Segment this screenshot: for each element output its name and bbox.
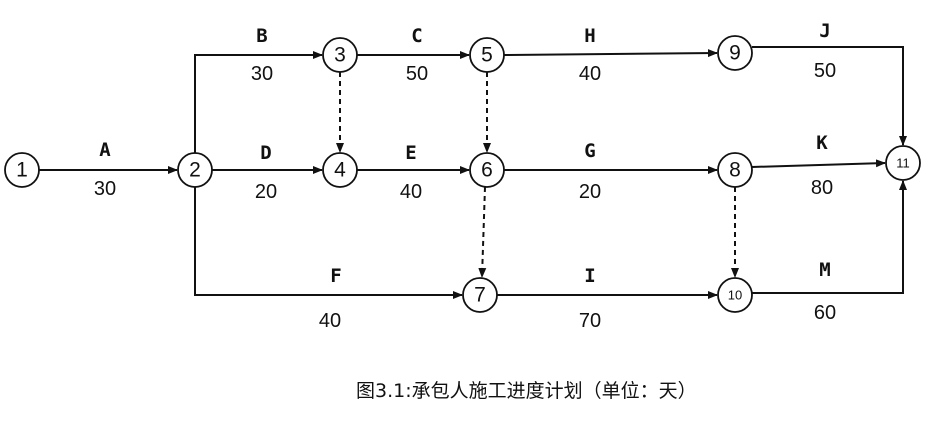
node-6: 6 [469,152,505,188]
node-2: 2 [177,152,213,188]
activity-label: F [330,265,341,287]
activity-duration: 50 [406,63,428,85]
activity-label: C [411,25,422,47]
svg-text:4: 4 [334,159,346,182]
figure-caption: 图3.1:承包人施工进度计划（单位：天） [356,380,697,402]
activity-duration: 30 [251,63,273,85]
svg-text:7: 7 [474,284,486,307]
activity-label: A [99,139,111,161]
activity-duration: 20 [255,181,277,203]
activity-label: G [584,140,595,162]
edge-H [503,49,718,58]
node-11: 11 [885,145,921,181]
svg-text:8: 8 [729,159,741,182]
activity-label: K [816,132,828,154]
activity-label: E [405,142,416,164]
activity-duration: 40 [400,181,422,203]
activity-label: M [819,259,830,281]
node-9: 9 [717,35,753,71]
activity-label: B [256,25,267,47]
svg-text:1: 1 [16,159,28,182]
activity-duration: 70 [579,310,601,332]
activity-duration: 30 [94,178,116,200]
svg-text:2: 2 [189,159,201,182]
activity-duration: 50 [814,60,836,82]
node-7: 7 [462,277,498,313]
svg-text:3: 3 [334,44,346,67]
edge-F [194,187,463,299]
node-10: 10 [717,277,753,313]
dummy-6-7 [478,186,487,278]
edge-J [752,46,907,146]
activity-duration: 20 [579,181,601,203]
svg-text:10: 10 [728,288,742,303]
activity-duration: 40 [579,63,601,85]
activity-label: D [260,142,271,164]
activity-duration: 60 [814,302,836,324]
node-1: 1 [4,152,40,188]
activity-label: H [584,25,595,47]
edge-B [194,51,323,153]
node-8: 8 [717,152,753,188]
svg-text:9: 9 [729,42,741,65]
node-3: 3 [322,37,358,73]
node-4: 4 [322,152,358,188]
edge-M [752,180,907,294]
svg-text:6: 6 [481,159,493,182]
activity-duration: 40 [319,310,341,332]
svg-text:11: 11 [896,156,910,171]
activity-duration: 80 [811,177,833,199]
activity-label: I [584,265,595,287]
svg-text:5: 5 [481,44,493,67]
node-5: 5 [469,37,505,73]
activity-label: J [819,20,830,42]
edge-K [751,159,886,168]
